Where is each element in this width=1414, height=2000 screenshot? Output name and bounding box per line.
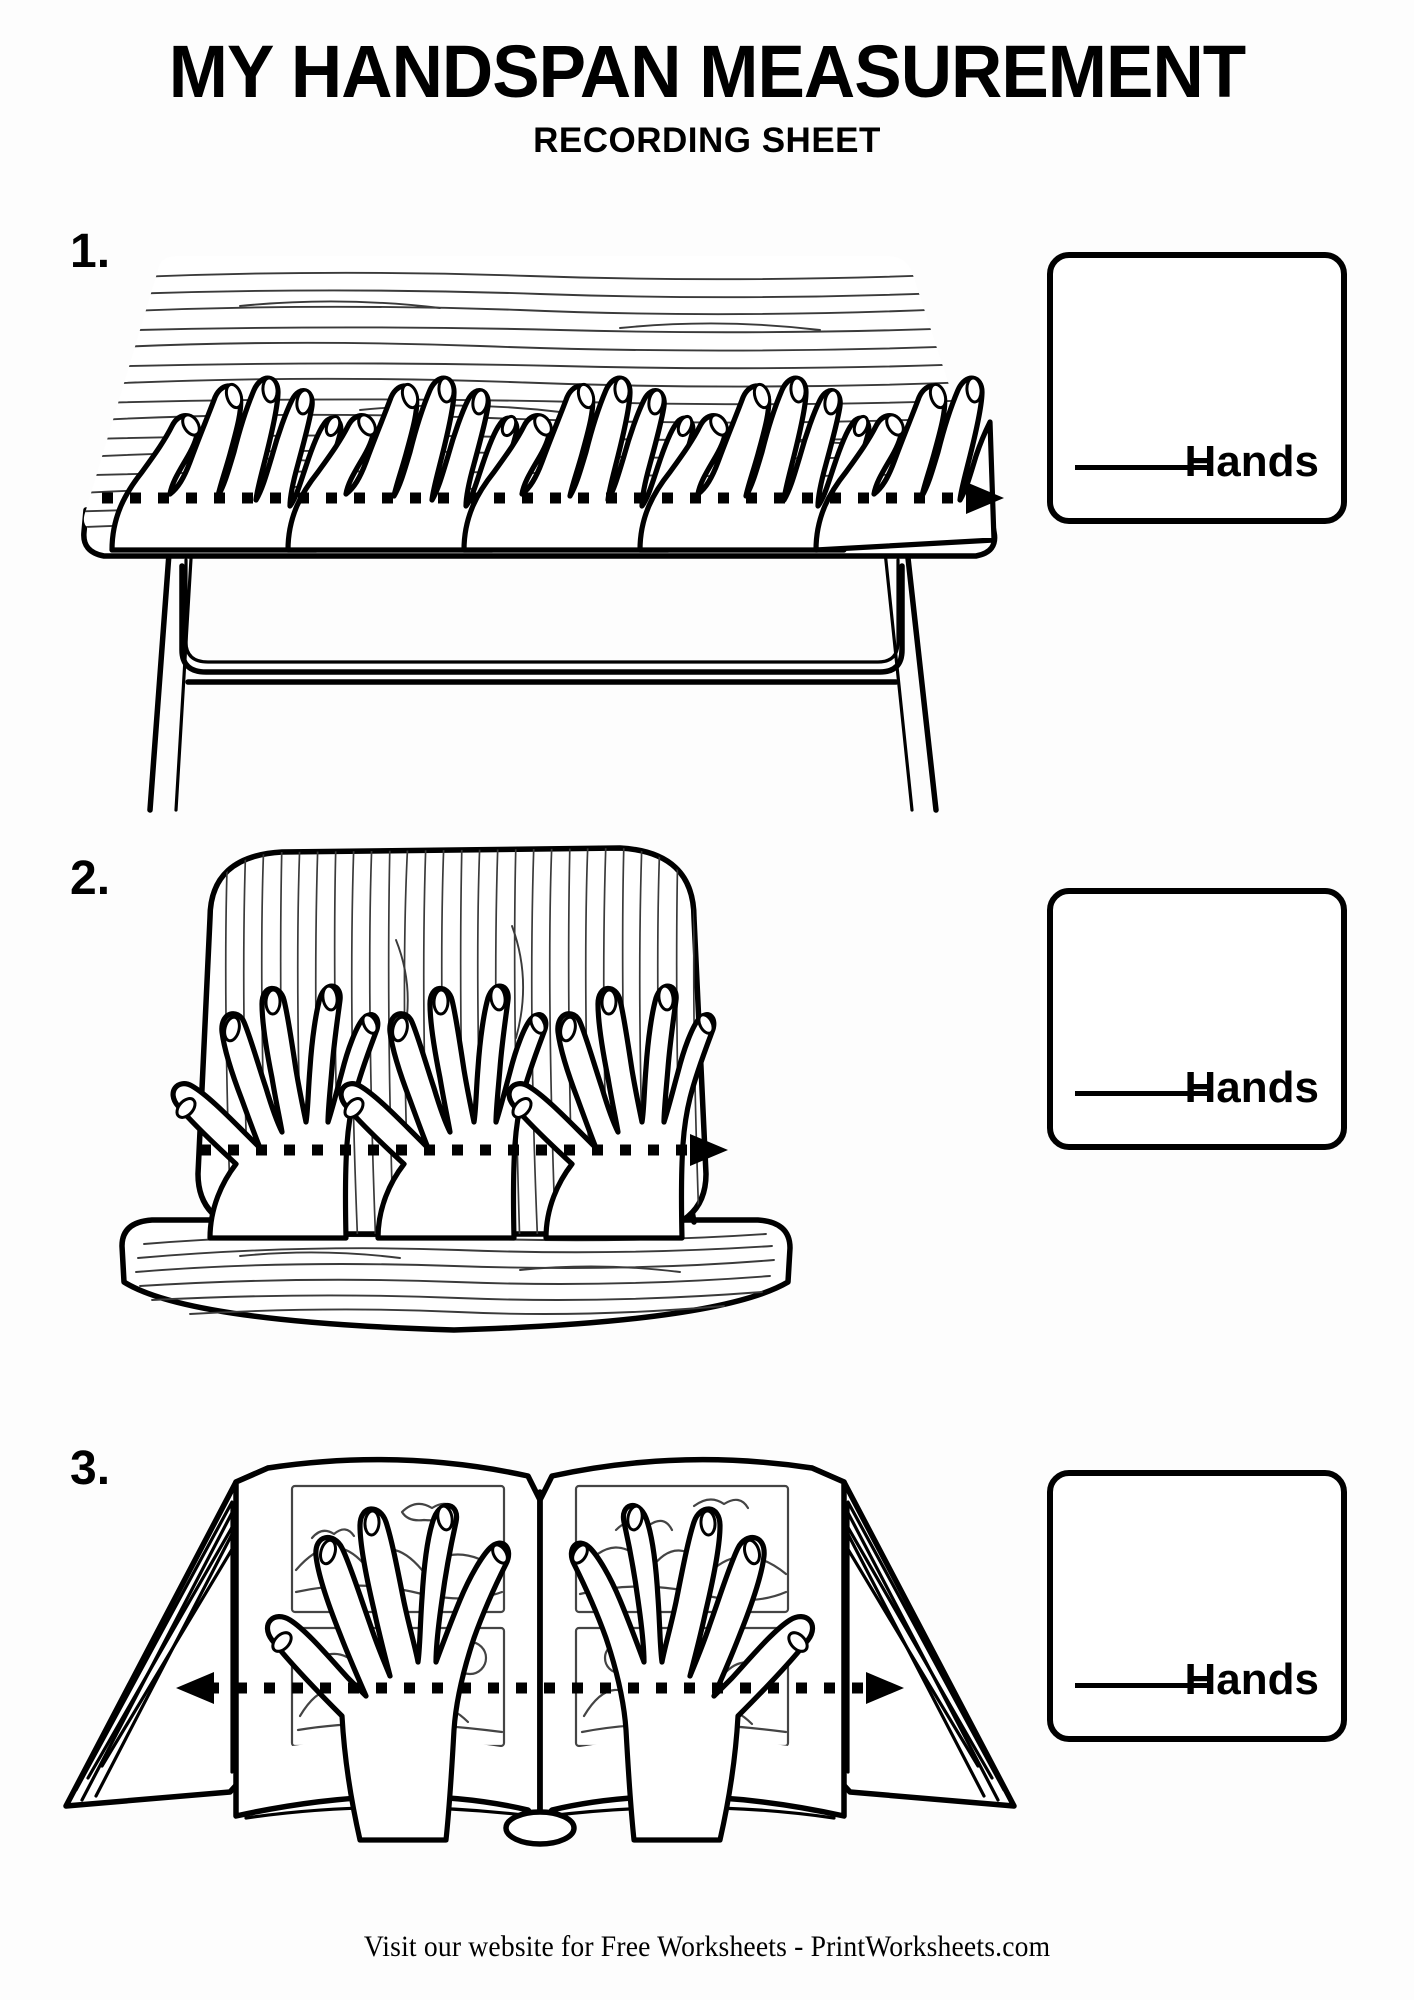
desk-frame <box>147 537 939 813</box>
hand-group-book <box>264 1503 816 1843</box>
book-illustration <box>60 1420 1020 1850</box>
desk-illustration <box>60 210 1020 830</box>
worksheet-item-3: 3. <box>0 1420 1414 1850</box>
item-number-3: 3. <box>70 1442 111 1495</box>
page-subtitle: RECORDING SHEET <box>533 121 881 161</box>
hand <box>170 983 381 1241</box>
item-number-1: 1. <box>70 225 111 278</box>
answer-blank-line-2[interactable] <box>1075 1091 1207 1096</box>
worksheet-item-2: 2. <box>0 830 1414 1420</box>
answer-box-3[interactable]: Hands <box>1047 1470 1347 1742</box>
footer-text: Visit our website for Free Worksheets - … <box>363 1930 1051 1963</box>
hand <box>568 1503 816 1843</box>
answer-unit-label-3: Hands <box>1184 1655 1319 1704</box>
item-number-2: 2. <box>70 852 111 905</box>
chair-illustration <box>60 830 1020 1420</box>
measurement-arrow-1 <box>102 482 1004 514</box>
hand <box>813 375 997 553</box>
hand <box>109 375 344 553</box>
answer-unit-label-2: Hands <box>1184 1063 1319 1112</box>
answer-box-2[interactable]: Hands <box>1047 888 1347 1150</box>
answer-blank-line-1[interactable] <box>1075 465 1207 470</box>
hand <box>637 375 872 553</box>
answer-blank-line-3[interactable] <box>1075 1683 1207 1688</box>
worksheet-item-1: 1. <box>0 210 1414 830</box>
hand <box>338 983 549 1241</box>
measurement-arrow-3 <box>176 1672 904 1704</box>
hand <box>264 1503 512 1843</box>
hand-group-desk <box>109 375 997 553</box>
measurement-arrow-2 <box>200 1134 728 1166</box>
hand <box>506 983 717 1241</box>
page-header: MY HANDSPAN MEASUREMENT RECORDING SHEET <box>0 34 1414 161</box>
page-footer: Visit our website for Free Worksheets - … <box>0 1930 1414 1964</box>
answer-box-1[interactable]: Hands <box>1047 252 1347 524</box>
hand-group-chair <box>170 983 717 1241</box>
hand <box>285 375 520 553</box>
book-spine-base <box>503 1809 577 1847</box>
answer-unit-label-1: Hands <box>1184 437 1319 486</box>
page-title: MY HANDSPAN MEASUREMENT <box>168 30 1246 113</box>
hand <box>461 375 696 553</box>
